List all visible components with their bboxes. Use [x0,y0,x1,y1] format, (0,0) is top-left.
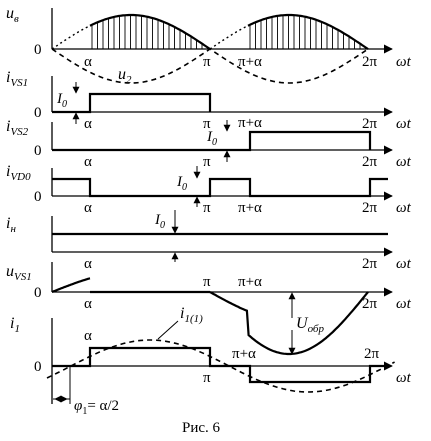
ud-zero: 0 [34,42,42,58]
ivs2-zero: 0 [34,143,42,159]
i1-fundamental-harmonic [46,339,395,393]
panel-ivd0: iVD0 0 I0 α π π+α 2π ωt [6,163,412,216]
ivs2-axis-label: iVS2 [6,118,29,138]
ud-rectified-voltage [89,13,369,50]
uvs1-tick-alpha: α [84,296,92,312]
u2-label: u2 [118,66,132,86]
ivs1-omega-t: ωt [396,116,412,132]
panel-i1: i1 0 i1(1) α π π+α 2π ωt φ1= α/2 [10,305,412,417]
i1-tick-alpha: α [84,328,92,344]
ivd0-zero: 0 [34,189,42,205]
i1-axis-label: i1 [10,315,20,335]
ud-dotted-envelope [51,25,249,50]
uvs1-tick-alpha-top: α [84,256,92,272]
uvs1-tick-pi-alpha: π+α [238,274,262,290]
in-tick-2pi: 2π [362,256,378,272]
ivd0-current [52,177,388,198]
ivs1-tick-2pi: 2π [362,116,378,132]
ivd0-omega-t: ωt [396,200,412,216]
i1-omega-t: ωt [396,370,412,386]
ivs2-current [52,130,372,152]
in-axis-label: iн [6,215,16,235]
uvs1-tick-pi: π [203,274,211,290]
i1-zero: 0 [34,359,42,375]
in-i0-label: I0 [154,212,165,231]
i1-tick-pi-alpha: π+α [232,346,256,362]
ivs1-zero: 0 [34,105,42,121]
figure-caption: Рис. 6 [182,420,221,436]
ivs2-tick-pi-alpha: π+α [238,115,262,131]
i1-tick-pi: π [203,370,211,386]
ud-axis-label: uв [6,5,19,25]
ivd0-tick-pi-alpha: π+α [238,200,262,216]
ivd0-axis-label: iVD0 [6,163,31,183]
ivs2-tick-alpha: α [84,154,92,170]
i1-1-label: i1(1) [180,305,203,325]
uvs1-zero: 0 [34,285,42,301]
ud-tick-pi: π [203,54,211,70]
ivs1-axis-label: iVS1 [6,69,28,89]
i1-current [52,346,388,384]
panel-ud: uв 0 u2 α π π+α 2π ωt [6,5,412,86]
ud-tick-2pi: 2π [362,54,378,70]
ivd0-tick-alpha: α [84,200,92,216]
panel-ivs1: iVS1 0 I0 α π 2π ωt [6,69,412,132]
ud-tick-alpha: α [84,54,92,70]
uvs1-voltage-negative [209,291,369,356]
panel-in: iн I0 2π ωt [6,210,412,272]
ud-omega-t: ωt [396,54,412,70]
ivd0-i0-label: I0 [176,174,187,193]
uvs1-voltage-rise [51,277,91,294]
ivd0-tick-2pi: 2π [362,200,378,216]
ud-tick-pi-alpha: π+α [238,54,262,70]
ivs2-tick-pi: π [203,154,211,170]
panel-uvs1: uVS1 0 Uобр α α π π+α 2π ωt [6,256,412,356]
i1-tick-2pi: 2π [364,346,380,362]
ivd0-tick-pi: π [203,200,211,216]
ivs2-tick-2pi: 2π [362,154,378,170]
ivs1-tick-pi: π [203,116,211,132]
uvs1-tick-2pi: 2π [362,296,378,312]
ivs1-i0-label: I0 [56,91,67,110]
ivs2-i0-label: I0 [206,129,217,148]
ivs1-current [52,92,212,114]
panel-ivs2: iVS2 0 I0 α π π+α 2π ωt [6,115,412,170]
uvs1-omega-t: ωt [396,296,412,312]
ud-hatching [91,15,366,49]
ivs1-tick-alpha: α [84,116,92,132]
uvs1-axis-label: uVS1 [6,263,32,283]
phi-label: φ1= α/2 [74,398,119,417]
i1-1-leader [157,320,179,340]
ivs2-omega-t: ωt [396,154,412,170]
uobr-label: Uобр [296,315,324,335]
in-omega-t: ωt [396,256,412,272]
